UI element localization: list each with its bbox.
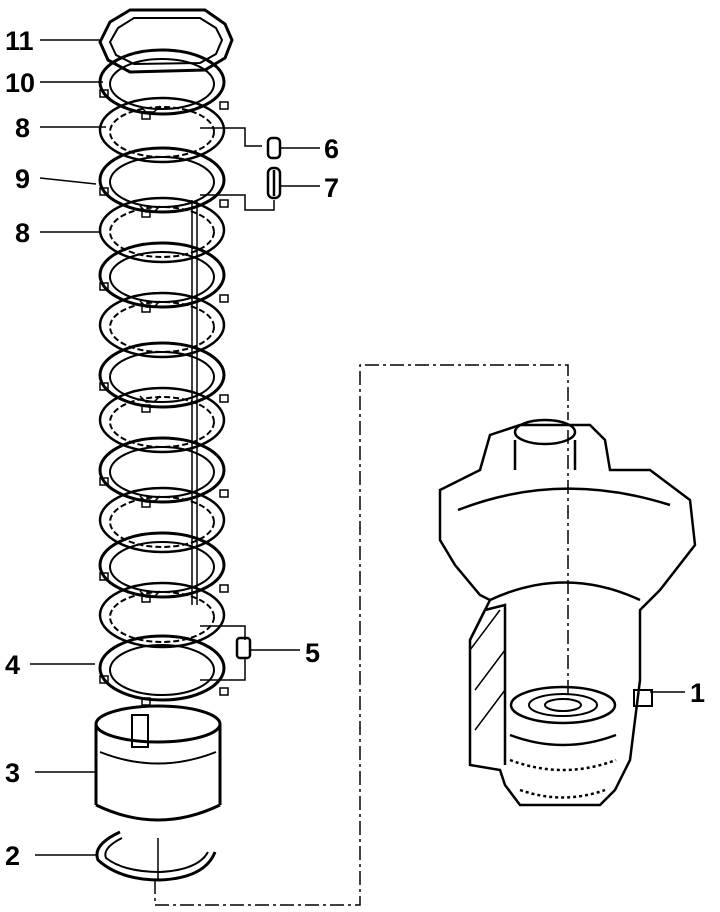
callout-8-top: 8 xyxy=(15,113,31,143)
friction-disc xyxy=(98,386,226,454)
steel-plate xyxy=(98,341,229,413)
friction-disc xyxy=(98,581,226,649)
steel-plate xyxy=(98,146,229,218)
callout-6: 6 xyxy=(324,134,340,164)
steel-plate xyxy=(98,241,229,313)
steel-plate xyxy=(98,634,229,706)
snap-ring-11 xyxy=(98,8,234,74)
steel-plate xyxy=(98,436,229,508)
spring-7 xyxy=(266,166,282,200)
gearbox-housing-1 xyxy=(438,418,697,807)
friction-disc xyxy=(98,96,226,164)
callout-11: 11 xyxy=(5,26,34,56)
callout-1: 1 xyxy=(690,678,706,708)
retaining-ring-2 xyxy=(95,830,217,882)
pin-5 xyxy=(235,636,252,660)
steel-plate xyxy=(98,531,229,603)
callout-8-lower: 8 xyxy=(15,218,31,248)
callout-9: 9 xyxy=(15,164,31,194)
clutch-disc-stack xyxy=(98,48,229,706)
callout-2: 2 xyxy=(5,841,21,871)
friction-disc xyxy=(98,291,226,359)
pin-6 xyxy=(266,136,282,160)
callout-leader-lines xyxy=(30,39,685,856)
callout-3: 3 xyxy=(5,758,21,788)
callout-7: 7 xyxy=(324,173,340,203)
callout-4: 4 xyxy=(5,650,21,680)
assembly-guide-lines xyxy=(154,127,569,906)
drum-3 xyxy=(94,704,222,822)
friction-disc xyxy=(98,486,226,554)
callout-10: 10 xyxy=(5,68,36,98)
friction-disc xyxy=(98,196,226,264)
callout-5: 5 xyxy=(305,638,321,668)
